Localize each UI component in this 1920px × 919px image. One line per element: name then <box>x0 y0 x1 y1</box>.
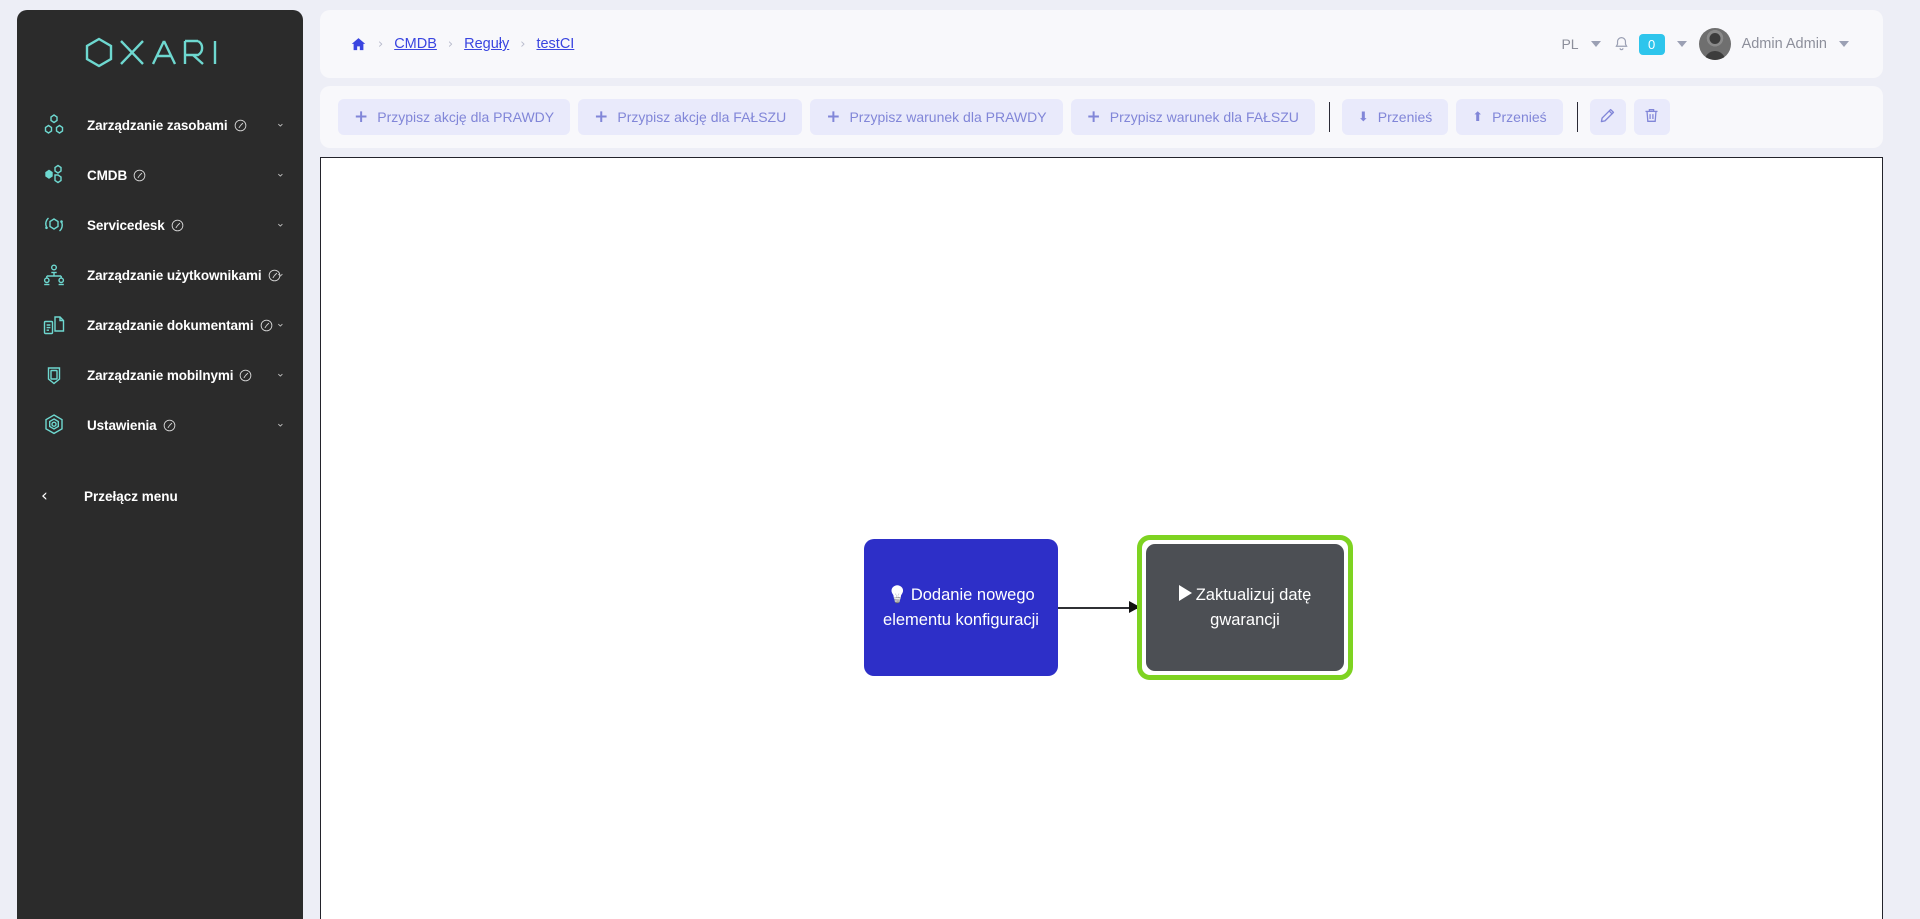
user-chevron-down-icon[interactable] <box>1839 41 1849 47</box>
breadcrumb-separator: › <box>447 36 454 52</box>
header-right: PL 0 Admin Admin <box>1561 28 1861 60</box>
edit-button[interactable] <box>1589 99 1626 135</box>
breadcrumb-separator: › <box>378 36 384 52</box>
sidebar-item-zarzadzanie-zasobami[interactable]: Zarządzanie zasobami ⌄ <box>17 100 303 150</box>
trash-icon <box>1643 107 1660 127</box>
diagram-node-action-selection[interactable]: Zaktualizuj datę gwarancji <box>1137 535 1353 680</box>
notifications-chevron-down-icon[interactable] <box>1676 41 1687 47</box>
sidebar-item-zarzadzanie-uzytkownikami[interactable]: Zarządzanie użytkownikami ⌄ <box>17 250 303 300</box>
play-icon <box>1178 584 1192 601</box>
user-name: Admin Admin <box>1741 36 1827 52</box>
chevron-left-icon: ‹ <box>41 485 48 506</box>
chevron-down-icon[interactable]: ⌄ <box>275 217 285 230</box>
delete-button[interactable] <box>1633 99 1670 135</box>
rule-toolbar: + Przypisz akcję dla PRAWDY + Przypisz a… <box>320 86 1883 148</box>
language-chevron-down-icon[interactable] <box>1590 41 1601 47</box>
dashboard-badge-icon <box>133 169 146 182</box>
arrow-up-icon: ⬆ <box>1472 109 1484 125</box>
dashboard-badge-icon <box>239 369 252 382</box>
plus-icon: + <box>1086 106 1101 127</box>
button-label: Przenieś <box>1377 109 1433 125</box>
headset-icon <box>39 210 69 240</box>
diagram-edge-arrowhead-icon <box>1129 601 1140 613</box>
documents-icon <box>39 310 69 340</box>
button-label: Przypisz akcję dla FAŁSZU <box>617 109 787 125</box>
toggle-menu-label: Przełącz menu <box>84 488 178 504</box>
sidebar-item-zarzadzanie-dokumentami[interactable]: Zarządzanie dokumentami ⌄ <box>17 300 303 350</box>
sidebar-nav: Zarządzanie zasobami ⌄ CMDB <box>17 100 303 450</box>
users-icon <box>39 260 69 290</box>
mobile-device-icon <box>39 360 69 390</box>
chevron-down-icon[interactable]: ⌄ <box>275 417 285 430</box>
dashboard-badge-icon <box>171 219 184 232</box>
dashboard-badge-icon <box>163 419 176 432</box>
sidebar-item-ustawienia[interactable]: Ustawienia ⌄ <box>17 400 303 450</box>
language-selector-value[interactable]: PL <box>1561 36 1579 52</box>
avatar[interactable] <box>1698 28 1731 60</box>
toolbar-divider <box>1328 102 1330 132</box>
assign-condition-false-button[interactable]: + Przypisz warunek dla FAŁSZU <box>1070 99 1315 135</box>
breadcrumb-item-cmdb[interactable]: CMDB <box>394 36 437 52</box>
move-up-button[interactable]: ⬆ Przenieś <box>1456 99 1563 135</box>
bell-icon[interactable] <box>1613 35 1630 53</box>
button-label: Przypisz akcję dla PRAWDY <box>377 109 555 125</box>
chevron-down-icon[interactable]: ⌄ <box>275 367 285 380</box>
sidebar-item-label: Zarządzanie mobilnymi <box>87 367 234 383</box>
dashboard-badge-icon <box>268 269 281 282</box>
plus-icon: + <box>594 106 609 127</box>
diagram-node-trigger[interactable]: 💡Dodanie nowego elementu konfiguracji <box>864 539 1058 676</box>
brand-logo[interactable] <box>17 10 303 80</box>
assets-nodes-icon <box>39 110 69 140</box>
sidebar: Zarządzanie zasobami ⌄ CMDB <box>17 10 303 919</box>
sidebar-item-label: Ustawienia <box>87 417 157 433</box>
arrow-down-icon: ⬇ <box>1357 109 1369 125</box>
move-down-button[interactable]: ⬇ Przenieś <box>1341 99 1449 135</box>
diagram-node-action[interactable]: Zaktualizuj datę gwarancji <box>1146 544 1344 671</box>
sidebar-item-label: Zarządzanie dokumentami <box>87 317 254 333</box>
assign-condition-true-button[interactable]: + Przypisz warunek dla PRAWDY <box>810 99 1063 135</box>
gear-hex-icon <box>39 410 69 440</box>
node-label: Dodanie nowego elementu konfiguracji <box>883 585 1039 629</box>
assign-action-false-button[interactable]: + Przypisz akcję dla FAŁSZU <box>578 99 803 135</box>
node-label: Zaktualizuj datę gwarancji <box>1195 585 1312 629</box>
breadcrumb-item-reguly[interactable]: Reguły <box>464 36 510 52</box>
toggle-menu-button[interactable]: ‹ Przełącz menu <box>17 470 303 522</box>
lightbulb-icon: 💡 <box>887 585 908 604</box>
button-label: Przypisz warunek dla PRAWDY <box>849 109 1047 125</box>
plus-icon: + <box>826 106 841 127</box>
chevron-down-icon[interactable]: ⌄ <box>275 117 285 130</box>
breadcrumb-item-testci[interactable]: testCI <box>536 36 575 52</box>
diagram-edge <box>1058 607 1140 609</box>
button-label: Przenieś <box>1492 109 1547 125</box>
sidebar-item-label: Zarządzanie użytkownikami <box>87 267 262 283</box>
sidebar-item-label: CMDB <box>87 167 128 183</box>
pencil-icon <box>1599 107 1616 127</box>
home-icon[interactable] <box>350 36 367 53</box>
top-header: › CMDB › Reguły › testCI PL 0 <box>320 10 1883 78</box>
main-area: › CMDB › Reguły › testCI PL 0 <box>320 10 1883 919</box>
assign-action-true-button[interactable]: + Przypisz akcję dla PRAWDY <box>338 99 571 135</box>
plus-icon: + <box>354 106 369 127</box>
chevron-down-icon[interactable]: ⌄ <box>275 267 285 280</box>
sidebar-item-zarzadzanie-mobilnymi[interactable]: Zarządzanie mobilnymi ⌄ <box>17 350 303 400</box>
sidebar-item-label: Zarządzanie zasobami <box>87 117 228 133</box>
sidebar-item-servicedesk[interactable]: Servicedesk ⌄ <box>17 200 303 250</box>
breadcrumb: › CMDB › Reguły › testCI <box>350 36 574 53</box>
dashboard-badge-icon <box>260 319 273 332</box>
notification-count-badge[interactable]: 0 <box>1638 33 1665 55</box>
breadcrumb-separator: › <box>520 36 526 52</box>
dashboard-badge-icon <box>234 119 247 132</box>
button-label: Przypisz warunek dla FAŁSZU <box>1109 109 1299 125</box>
chevron-down-icon[interactable]: ⌄ <box>275 167 285 180</box>
sidebar-item-cmdb[interactable]: CMDB ⌄ <box>17 150 303 200</box>
sidebar-item-label: Servicedesk <box>87 217 165 233</box>
rule-diagram-canvas[interactable]: 💡Dodanie nowego elementu konfiguracji Za… <box>320 157 1883 919</box>
toolbar-divider <box>1576 102 1578 132</box>
chevron-down-icon[interactable]: ⌄ <box>275 317 285 330</box>
cmdb-nodes-icon <box>39 160 69 190</box>
